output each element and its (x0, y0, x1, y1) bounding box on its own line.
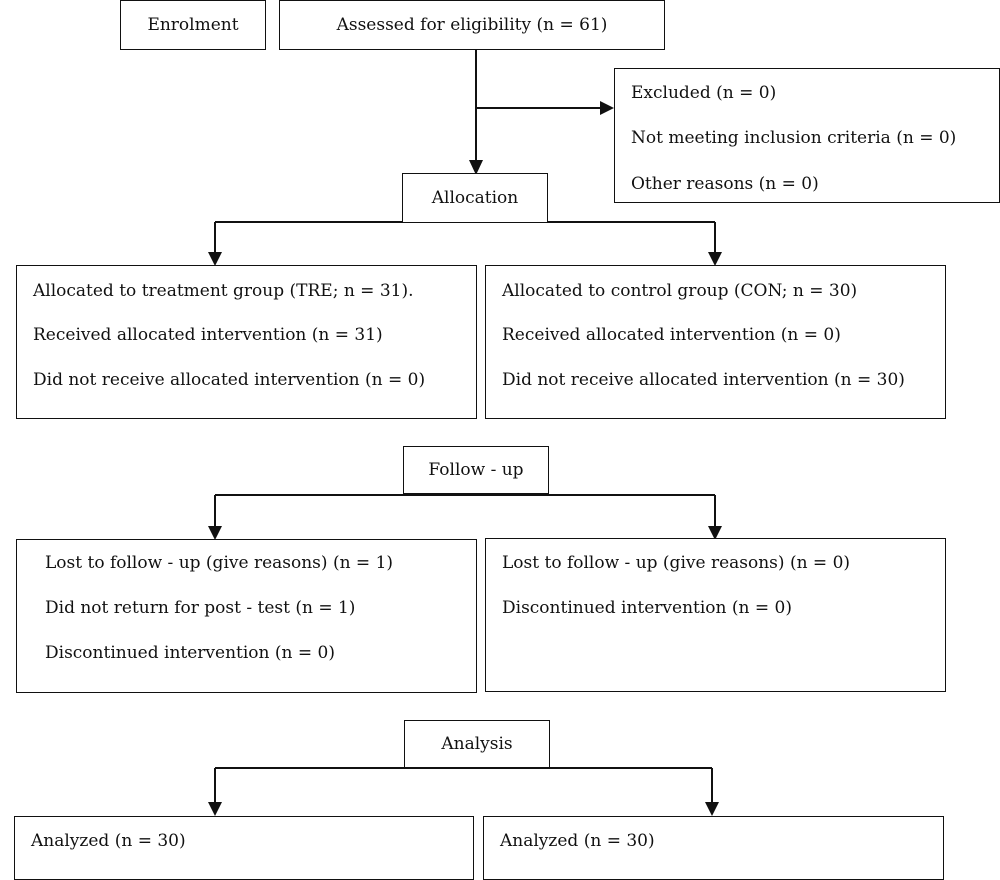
analysis-treatment-line: Analyzed (n = 30) (31, 831, 186, 851)
analysis-box: Analysis (404, 720, 550, 768)
allocation-control-line-1: Allocated to control group (CON; n = 30) (502, 281, 858, 301)
arrowhead-allocation-treatment (208, 252, 222, 266)
assessed-label: Assessed for eligibility (n = 61) (336, 14, 608, 35)
arrowhead-followup-control (708, 526, 722, 540)
allocation-treatment-line-2: Received allocated intervention (n = 31) (33, 325, 383, 345)
followup-treatment-box: Lost to follow - up (give reasons) (n = … (16, 539, 477, 693)
arrowhead-followup-treatment (208, 526, 222, 540)
allocation-box: Allocation (402, 173, 548, 223)
followup-treatment-line-2: Did not return for post - test (n = 1) (45, 598, 356, 618)
followup-control-line-1: Lost to follow - up (give reasons) (n = … (502, 553, 851, 573)
followup-treatment-line-1: Lost to follow - up (give reasons) (n = … (45, 553, 394, 573)
arrowhead-allocation-control (708, 252, 722, 266)
followup-treatment-line-3: Discontinued intervention (n = 0) (45, 643, 335, 663)
allocation-treatment-line-1: Allocated to treatment group (TRE; n = 3… (33, 281, 414, 301)
analysis-treatment-box: Analyzed (n = 30) (14, 816, 474, 880)
excluded-criteria-line: Not meeting inclusion criteria (n = 0) (631, 128, 957, 148)
allocation-control-box: Allocated to control group (CON; n = 30)… (485, 265, 946, 419)
allocation-control-line-3: Did not receive allocated intervention (… (502, 370, 905, 390)
analysis-control-box: Analyzed (n = 30) (483, 816, 944, 880)
assessed-box: Assessed for eligibility (n = 61) (279, 0, 665, 50)
excluded-other-line: Other reasons (n = 0) (631, 174, 819, 194)
followup-box: Follow - up (403, 446, 549, 494)
excluded-box: Excluded (n = 0) Not meeting inclusion c… (614, 68, 1000, 203)
analysis-label: Analysis (441, 733, 513, 754)
enrolment-label: Enrolment (147, 14, 239, 35)
allocation-control-line-2: Received allocated intervention (n = 0) (502, 325, 841, 345)
followup-control-box: Lost to follow - up (give reasons) (n = … (485, 538, 946, 692)
allocation-treatment-box: Allocated to treatment group (TRE; n = 3… (16, 265, 477, 419)
arrowhead-excluded (600, 101, 614, 115)
analysis-control-line: Analyzed (n = 30) (500, 831, 655, 851)
arrowhead-analysis-treatment (208, 802, 222, 816)
allocation-label: Allocation (431, 187, 519, 208)
arrowhead-allocation (469, 160, 483, 175)
excluded-line: Excluded (n = 0) (631, 83, 777, 103)
enrolment-box: Enrolment (120, 0, 266, 50)
allocation-treatment-line-3: Did not receive allocated intervention (… (33, 370, 426, 390)
arrowhead-analysis-control (705, 802, 719, 816)
followup-label: Follow - up (428, 459, 524, 480)
followup-control-line-2: Discontinued intervention (n = 0) (502, 598, 792, 618)
